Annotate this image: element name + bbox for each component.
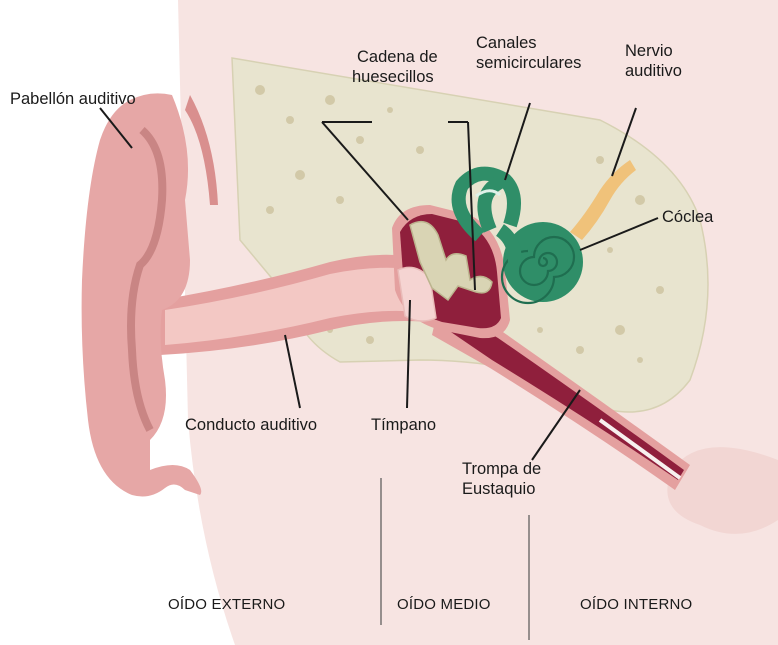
label-cadena-line1: Cadena de (357, 48, 438, 66)
label-timpano: Tímpano (371, 416, 436, 434)
label-canales-line2: semicirculares (476, 54, 581, 72)
label-cadena-line2: huesecillos (352, 68, 434, 86)
label-pabellon: Pabellón auditivo (10, 90, 136, 108)
label-nervio-line1: Nervio (625, 42, 673, 60)
section-oido-externo: OÍDO EXTERNO (168, 596, 285, 613)
label-nervio-line2: auditivo (625, 62, 682, 80)
label-trompa-line2: Eustaquio (462, 480, 535, 498)
pinna (82, 93, 202, 496)
section-oido-medio: OÍDO MEDIO (397, 596, 491, 613)
label-conducto: Conducto auditivo (185, 416, 317, 434)
section-oido-interno: OÍDO INTERNO (580, 596, 692, 613)
label-trompa-line1: Trompa de (462, 460, 541, 478)
label-canales-line1: Canales (476, 34, 537, 52)
label-coclea: Cóclea (662, 208, 714, 226)
